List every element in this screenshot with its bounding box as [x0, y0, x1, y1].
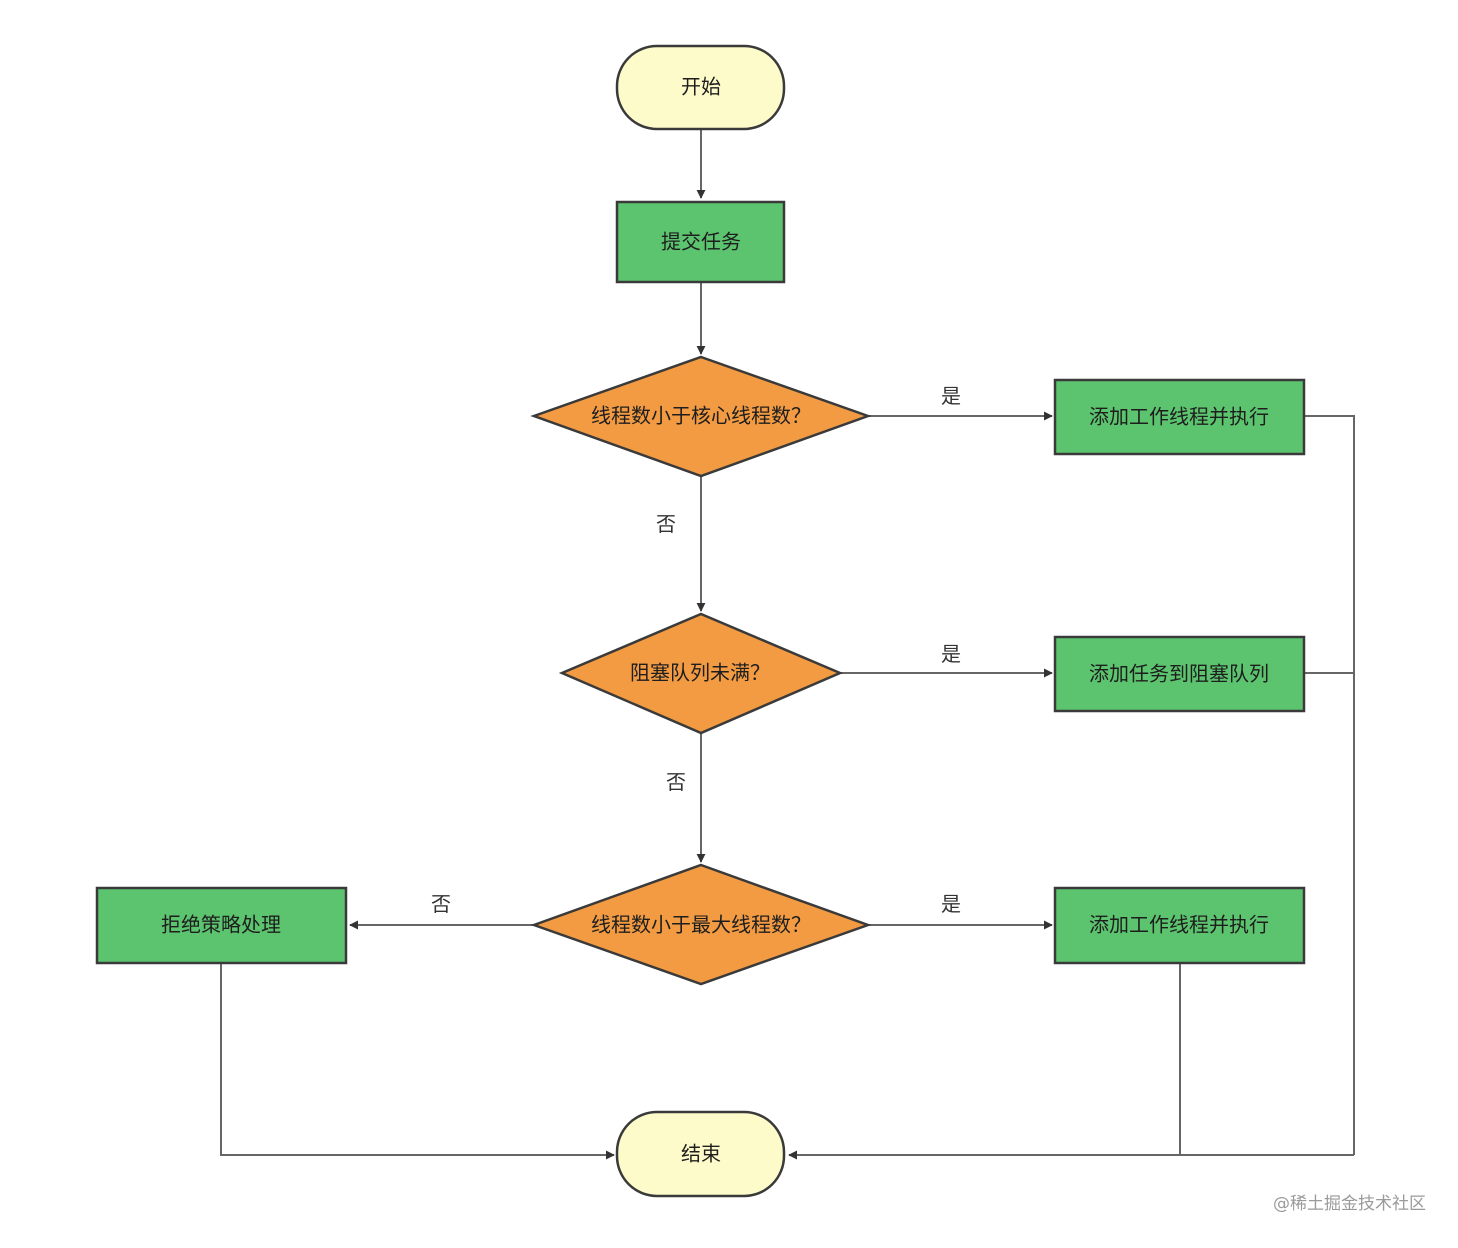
edge-reject-end	[220, 963, 615, 1160]
node-start-label: 开始	[681, 75, 721, 99]
label-queue-yes: 是	[941, 642, 961, 666]
node-reject-label: 拒绝策略处理	[161, 913, 281, 937]
label-max-no: 否	[431, 892, 451, 916]
node-add-worker-max: 添加工作线程并执行	[1053, 886, 1306, 965]
node-add-worker-core: 添加工作线程并执行	[1053, 378, 1306, 456]
node-submit: 提交任务	[615, 200, 786, 284]
decision-core: 线程数小于核心线程数？	[530, 355, 872, 478]
label-core-yes: 是	[941, 384, 961, 408]
node-submit-label: 提交任务	[661, 230, 741, 254]
decision-max: 线程数小于最大线程数？	[530, 863, 872, 986]
decision-queue-label: 阻塞队列未满？	[630, 661, 770, 685]
edge-core-worker-to-end	[1305, 415, 1355, 1155]
node-add-to-queue-label: 添加任务到阻塞队列	[1089, 662, 1269, 686]
label-max-yes: 是	[941, 892, 961, 916]
node-end-label: 结束	[681, 1142, 721, 1166]
label-core-no: 否	[656, 512, 676, 536]
node-reject: 拒绝策略处理	[95, 886, 348, 965]
node-add-to-queue: 添加任务到阻塞队列	[1053, 635, 1306, 713]
label-queue-no: 否	[666, 770, 686, 794]
node-start: 开始	[615, 44, 786, 131]
node-add-worker-core-label: 添加工作线程并执行	[1089, 405, 1269, 429]
node-end: 结束	[615, 1110, 786, 1198]
decision-core-label: 线程数小于核心线程数？	[591, 404, 811, 428]
decision-queue: 阻塞队列未满？	[558, 612, 844, 735]
watermark: @稀土掘金技术社区	[1273, 1194, 1426, 1214]
edge-labels: 是 否 是 否 是 否	[431, 384, 961, 916]
node-add-worker-max-label: 添加工作线程并执行	[1089, 913, 1269, 937]
decision-max-label: 线程数小于最大线程数？	[591, 913, 811, 937]
edges	[220, 128, 1355, 1160]
